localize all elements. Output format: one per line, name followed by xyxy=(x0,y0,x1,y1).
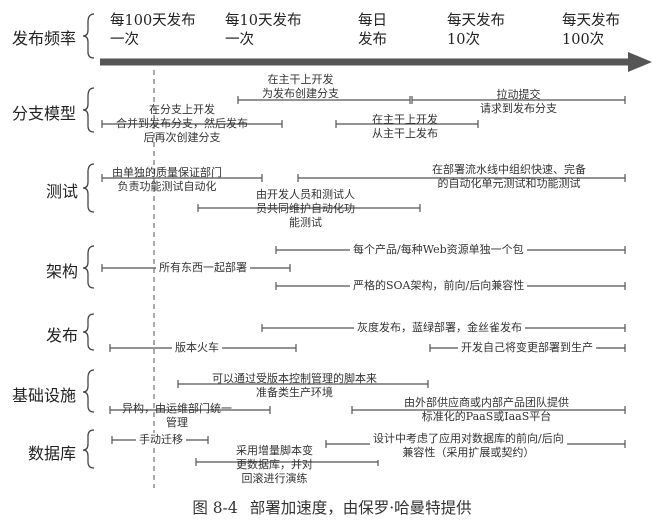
brace-testing xyxy=(82,163,95,213)
cell-line: 每个产品/每种Web资源单独一个包 xyxy=(353,243,524,256)
cell-line: 由外部供应商或内部产品团队提供 xyxy=(404,396,569,409)
testing-item-dev-test-shared: 由开发人员和测试人 员共同维护自动化功 能测试 xyxy=(256,188,355,230)
architecture-item-per-product-package: 每个产品/每种Web资源单独一个包 xyxy=(350,243,527,257)
cell-line: 负责功能测试自动化 xyxy=(117,180,217,193)
frequency-100-per-day: 每天发布 100次 xyxy=(562,12,620,50)
cell-line: 在部署流水线中组织快速、完备 xyxy=(432,163,586,176)
architecture-item-strict-soa: 严格的SOA架构，前向/后向兼容性 xyxy=(350,279,528,293)
cell-line: 能测试 xyxy=(289,216,322,229)
cell-line: 准备类生产环境 xyxy=(256,386,333,399)
cell-line: 灰度发布，蓝绿部署，金丝雀发布 xyxy=(357,321,522,334)
row-label-architecture: 架构 xyxy=(46,262,79,281)
frequency-line: 每10天发布 xyxy=(225,13,302,29)
branching-item-trunk-release: 在主干上开发 从主干上发布 xyxy=(372,113,438,141)
cell-line: 版本火车 xyxy=(175,341,219,354)
cell-line: 异构，由运维部门统一 xyxy=(122,402,232,415)
cell-line: 后再次创建分支 xyxy=(143,131,221,144)
brace-infrastructure xyxy=(82,369,95,413)
cell-line: 手动迁移 xyxy=(139,433,183,446)
infrastructure-item-heterogeneous: 异构，由运维部门统一 管理 xyxy=(122,402,232,430)
infrastructure-item-paas: 由外部供应商或内部产品团队提供 标准化的PaaS或IaaS平台 xyxy=(404,396,569,424)
cell-line: 从主干上发布 xyxy=(372,127,438,140)
architecture-item-deploy-all: 所有东西一起部署 xyxy=(156,261,250,275)
infrastructure-item-versioned-scripts: 可以通过受版本控制管理的脚本来 准备类生产环境 xyxy=(212,372,377,400)
frequency-line: 每日 xyxy=(358,13,387,29)
row-label-testing: 测试 xyxy=(46,182,79,201)
cell-line: 管理 xyxy=(166,416,188,429)
frequency-100-days: 每100天发布 一次 xyxy=(110,12,196,50)
cell-line: 可以通过受版本控制管理的脚本来 xyxy=(212,372,377,385)
cell-line: 员共同维护自动化功 xyxy=(256,202,355,215)
cell-line: 的自动化单元测试和功能测试 xyxy=(437,177,581,190)
release-item-dev-deploy-prod: 开发自己将变更部署到生产 xyxy=(458,341,596,355)
branching-item-pull-request: 拉动提交 请求到发布分支 xyxy=(480,88,557,116)
frequency-10-per-day: 每天发布 10次 xyxy=(447,12,505,50)
cell-line: 为发布创建分支 xyxy=(262,87,339,100)
frequency-line: 100次 xyxy=(562,32,605,48)
frequency-header-label: 发布频率 xyxy=(12,29,77,48)
cell-line: 在分支上开发 xyxy=(149,103,215,116)
row-label-branching: 分支模型 xyxy=(12,104,77,123)
frequency-line: 发布 xyxy=(358,32,387,48)
cell-line: 兼容性（采用扩展或契约） xyxy=(402,446,535,459)
release-item-canary: 灰度发布，蓝绿部署，金丝雀发布 xyxy=(354,321,525,335)
brace-architecture xyxy=(82,245,95,289)
cell-line: 在主干上开发 xyxy=(267,73,334,86)
frequency-daily: 每日 发布 xyxy=(358,12,387,50)
brace-branching xyxy=(82,87,95,133)
frequency-line: 一次 xyxy=(110,32,139,48)
frequency-10-days: 每10天发布 一次 xyxy=(225,12,301,50)
cell-line: 请求到发布分支 xyxy=(480,102,557,115)
branching-item-trunk-release-branch: 在主干上开发 为发布创建分支 xyxy=(262,73,339,101)
frequency-line: 每天发布 xyxy=(562,13,620,29)
figure-caption-text: 部署加速度，由保罗·哈曼特提供 xyxy=(249,499,472,517)
cell-line: 严格的SOA架构，前向/后向兼容性 xyxy=(353,279,525,292)
cell-line: 合并到发布分支，然后发布 xyxy=(116,117,248,130)
database-item-manual-migration: 手动迁移 xyxy=(136,433,186,447)
database-item-incremental-scripts: 采用增量脚本变 更数据库，并对 回滚进行演练 xyxy=(236,444,313,486)
cell-line: 在主干上开发 xyxy=(372,113,438,126)
frequency-line: 一次 xyxy=(225,32,254,48)
cell-line: 开发自己将变更部署到生产 xyxy=(461,341,593,354)
release-item-release-train: 版本火车 xyxy=(172,341,222,355)
testing-item-pipeline-tests: 在部署流水线中组织快速、完备 的自动化单元测试和功能测试 xyxy=(432,163,586,191)
row-label-database: 数据库 xyxy=(28,444,77,463)
database-item-db-compat: 设计中考虑了应用对数据库的前向/后向 兼容性（采用扩展或契约） xyxy=(370,432,567,460)
row-label-infrastructure: 基础设施 xyxy=(12,386,77,405)
cell-line: 标准化的PaaS或IaaS平台 xyxy=(421,410,552,423)
cell-line: 更数据库，并对 xyxy=(236,458,313,471)
cell-line: 设计中考虑了应用对数据库的前向/后向 xyxy=(373,432,564,445)
brace-database xyxy=(82,429,95,469)
figure-caption: 图 8-4 部署加速度，由保罗·哈曼特提供 xyxy=(0,496,664,518)
brace-frequency xyxy=(82,13,95,59)
testing-item-qa-dept: 由单独的质量保证部门 负责功能测试自动化 xyxy=(112,166,222,194)
frequency-line: 10次 xyxy=(447,32,480,48)
cell-line: 所有东西一起部署 xyxy=(159,261,247,274)
frequency-line: 每天发布 xyxy=(447,13,505,29)
frequency-line: 每100天发布 xyxy=(110,13,196,29)
cell-line: 拉动提交 xyxy=(496,88,541,101)
cell-line: 采用增量脚本变 xyxy=(236,444,313,457)
row-label-release: 发布 xyxy=(46,326,79,345)
figure-number: 图 8-4 xyxy=(192,499,238,517)
cell-line: 由单独的质量保证部门 xyxy=(112,166,222,179)
frequency-arrow-head xyxy=(628,52,652,72)
branching-item-branch-develop: 在分支上开发 合并到发布分支，然后发布 后再次创建分支 xyxy=(116,103,248,145)
cell-line: 由开发人员和测试人 xyxy=(256,188,355,201)
brace-release xyxy=(82,313,95,351)
cell-line: 回滚进行演练 xyxy=(241,472,308,485)
